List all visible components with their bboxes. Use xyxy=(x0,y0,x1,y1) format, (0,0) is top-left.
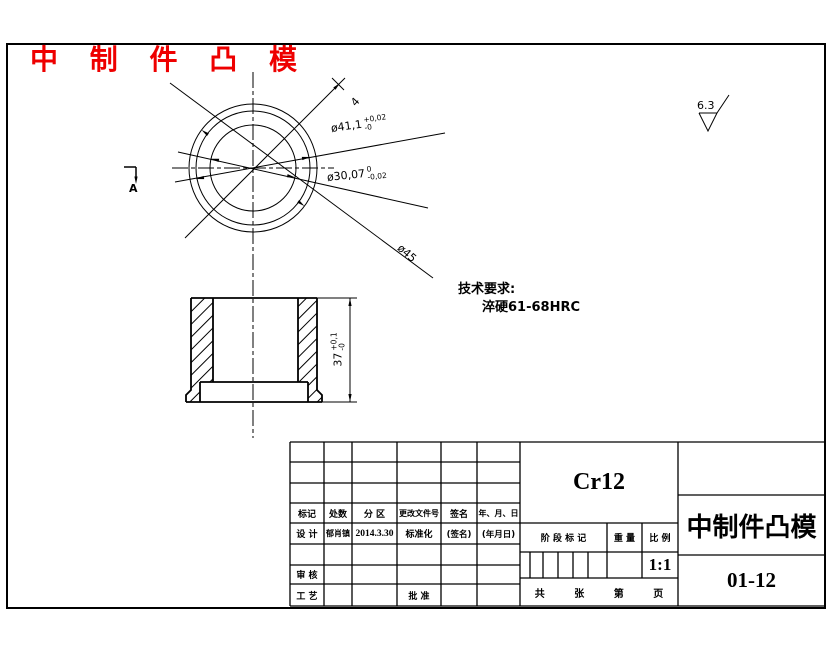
tb-header-date: 年、月、日 xyxy=(478,508,519,518)
tech-req-body: 淬硬61-68HRC xyxy=(482,300,581,315)
drawing-frame xyxy=(6,43,826,609)
leader-chamfer xyxy=(184,77,346,239)
dim-d41-tolerance: +0,02 -0 xyxy=(362,112,387,132)
surface-finish-value: 6.3 xyxy=(697,99,715,112)
dim-37-lines xyxy=(317,297,357,403)
dim-d30-tolerance: 0 -0,02 xyxy=(366,164,388,182)
tb-sheet-total-label: 共 xyxy=(534,588,545,600)
tb-material: Cr12 xyxy=(573,469,625,495)
tb-sheet-sheets-label: 张 xyxy=(574,588,585,600)
leader-d30 xyxy=(177,151,429,209)
tb-sheet-row: 共 张 第 页 xyxy=(520,578,678,606)
tb-signature-placeholder: (签名) xyxy=(446,529,472,540)
tb-designer-name: 郁肖镇 xyxy=(326,529,350,538)
drawing-title: 中 制 件 凸 模 xyxy=(30,43,308,76)
tb-weight-label: 重 量 xyxy=(613,534,636,544)
title-block-grid xyxy=(289,441,825,607)
section-outline xyxy=(185,297,323,403)
leader-d41 xyxy=(174,132,446,183)
chamfer-tick xyxy=(331,77,345,91)
tb-header-count: 处数 xyxy=(328,509,347,520)
tb-header-zone: 分 区 xyxy=(363,509,386,520)
tb-scale-value: 1:1 xyxy=(648,555,672,574)
tb-design-date: 2014.3.30 xyxy=(355,528,394,539)
dim-h37-tolerance: +0,1 -0 xyxy=(329,332,347,351)
tb-design-label: 设 计 xyxy=(296,530,318,540)
dim-d41-value: ø41,1 xyxy=(330,117,363,135)
section-view xyxy=(185,297,357,403)
tb-part-name: 中制件凸模 xyxy=(686,512,817,543)
tb-sheet-page-label: 页 xyxy=(653,588,664,600)
section-arrow-A xyxy=(124,166,138,184)
tb-header-sign: 签名 xyxy=(449,509,468,520)
dim-d30-value: ø30,07 xyxy=(326,167,366,184)
dim-h37-value: 37 xyxy=(331,352,345,367)
section-label-a: A xyxy=(129,182,138,195)
leader-d45 xyxy=(169,82,434,279)
tb-scale-label: 比 例 xyxy=(649,534,671,544)
top-view xyxy=(169,72,446,438)
hatch-areas xyxy=(186,298,322,402)
tb-drawing-number: 01-12 xyxy=(727,568,776,592)
dimension-arrowheads xyxy=(196,83,340,207)
tb-standardization-label: 标准化 xyxy=(405,530,433,540)
tb-process-label: 工 艺 xyxy=(296,591,318,602)
tb-date-placeholder: (年月日) xyxy=(481,529,516,540)
tb-sheet-no-label: 第 xyxy=(613,588,624,600)
dim-height-37: 37 +0,1 -0 xyxy=(329,317,347,383)
tb-stage-mark-label: 阶 段 标 记 xyxy=(540,534,587,544)
tb-header-docno: 更改文件号 xyxy=(399,508,439,518)
tb-approve-label: 批 准 xyxy=(408,591,430,602)
tb-review-label: 审 核 xyxy=(296,571,318,581)
tb-header-mark: 标记 xyxy=(297,509,316,520)
tech-req-heading: 技术要求: xyxy=(458,282,516,297)
surface-finish-icon xyxy=(698,94,730,133)
